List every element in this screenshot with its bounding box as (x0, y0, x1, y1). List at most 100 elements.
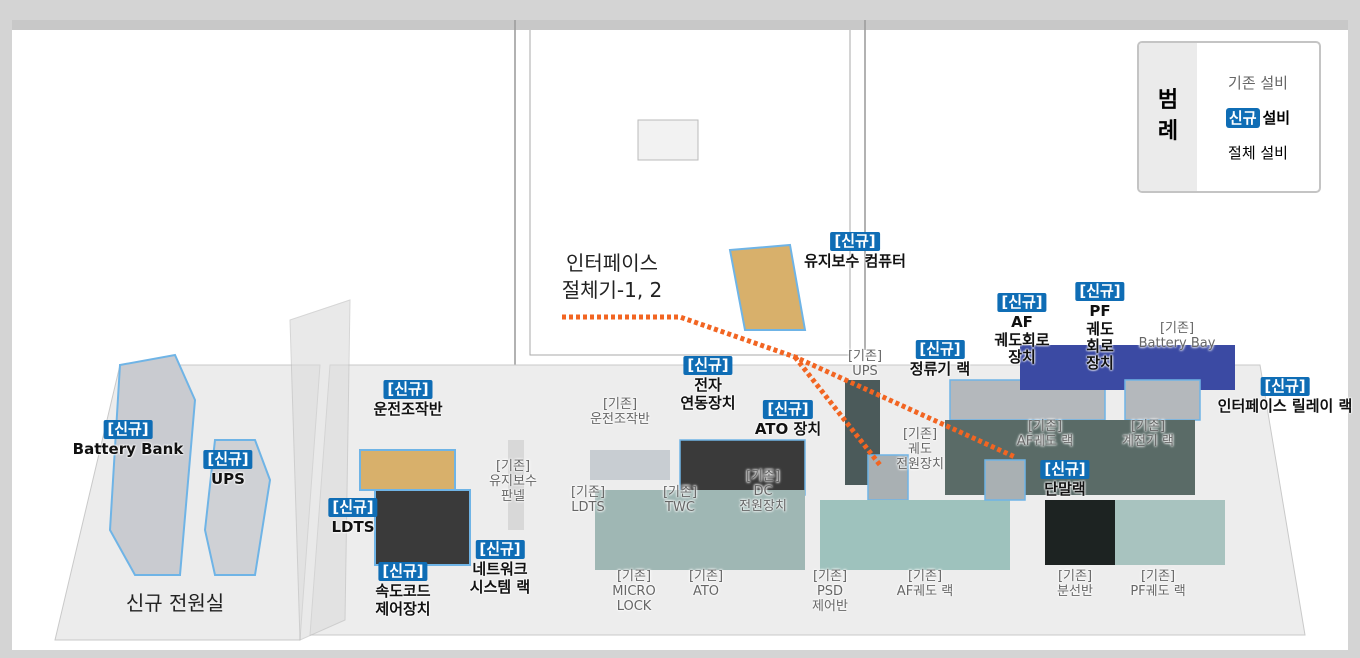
existing-equipment-label: [기존]TWC (662, 485, 698, 516)
existing-equipment-label: [기존]분선반 (1057, 569, 1093, 600)
new-tag-badge: [신규] (830, 232, 880, 252)
label-line: AF궤도 랙 (1016, 433, 1074, 449)
existing-equipment-label: [기존]계전기 랙 (1122, 419, 1174, 450)
label-line: 장치 (1008, 347, 1036, 366)
interface-switch-line (562, 314, 1017, 467)
existing-equipment-label: [기존]PF궤도 랙 (1130, 569, 1186, 600)
existing-equipment-label: [기존]ATO (689, 569, 723, 600)
label-line: [기존] (570, 485, 606, 500)
label-line: [기존] (1027, 419, 1063, 434)
label-line: UPS (852, 363, 878, 379)
new-equipment-label: [신규]단말랙 (1040, 460, 1090, 499)
new-tag-badge: [신규] (103, 420, 153, 440)
label-line: 계전기 랙 (1122, 433, 1174, 449)
label-line: 전원장치 (896, 456, 944, 472)
label-line: 전원장치 (739, 498, 787, 514)
label-line: 인터페이스 릴레이 랙 (1217, 397, 1353, 416)
label-line: 궤도회로 (994, 330, 1050, 349)
label-line: LDTS (331, 518, 375, 537)
new-equipment-label: [신규]인터페이스 릴레이 랙 (1217, 377, 1353, 416)
new-tag-badge: [신규] (203, 450, 253, 470)
label-line: [기존] (745, 469, 781, 484)
label-line: 네트워크 (472, 560, 528, 579)
label-line: [기존] (602, 397, 638, 412)
desk-icon (637, 119, 699, 161)
label-line: 회로 (1086, 336, 1114, 355)
new-tag-badge: [신규] (378, 562, 428, 582)
new-tag-badge: [신규] (1075, 282, 1125, 302)
label-line: [기존] (902, 427, 938, 442)
label-line: 유지보수 (489, 473, 537, 489)
label-line: UPS (211, 470, 245, 489)
label-line: 속도코드 (375, 582, 431, 601)
new-tag-badge: [신규] (475, 540, 525, 560)
label-line: [기존] (1057, 569, 1093, 584)
label-line: TWC (665, 499, 695, 515)
label-line: 전자 (694, 376, 722, 395)
existing-equipment-label: [기존]AF궤도 랙 (896, 569, 954, 600)
new-equipment-label: [신규]운전조작반 (373, 380, 443, 419)
label-line: [기존] (616, 569, 652, 584)
label-line: 제어장치 (375, 599, 431, 618)
new-tag-badge: [신규] (997, 293, 1047, 313)
label-line: AF (1011, 313, 1033, 332)
label-line: Battery Bay (1138, 335, 1216, 351)
new-equipment-label: [신규]UPS (203, 450, 253, 489)
label-line: LOCK (616, 598, 652, 614)
label-line: 단말랙 (1044, 480, 1086, 499)
label-line: MICRO (612, 583, 656, 599)
new-tag-badge: [신규] (915, 340, 965, 360)
new-tag-badge: [신규] (1260, 377, 1310, 397)
label-line: ATO (692, 583, 720, 599)
label-line: 유지보수 컴퓨터 (804, 252, 906, 271)
label-line: 분선반 (1057, 583, 1093, 599)
label-line: [기존] (495, 459, 531, 474)
new-tag-badge: [신규] (683, 356, 733, 376)
legend-existing: 기존 설비 (1228, 73, 1288, 92)
new-tag-badge: [신규] (383, 380, 433, 400)
label-line: 궤도 (1086, 319, 1114, 338)
label-line: DC (753, 483, 773, 499)
label-line: 판넬 (501, 488, 525, 504)
label-line: 운전조작반 (590, 411, 650, 427)
legend-switch: 절체 설비 (1228, 143, 1288, 162)
label-line: ATO 장치 (754, 420, 822, 439)
label-line: [기존] (662, 485, 698, 500)
label-line: 장치 (1086, 354, 1114, 372)
label-line: 시스템 랙 (469, 577, 531, 596)
new-equipment-label: [신규]유지보수 컴퓨터 (804, 232, 906, 271)
label-line: 정류기 랙 (909, 360, 971, 379)
label-line: 연동장치 (680, 393, 736, 412)
power-room-caption: 신규 전원실 (125, 591, 225, 615)
label-line: AF궤도 랙 (896, 583, 954, 599)
new-equipment-label: [신규]ATO 장치 (755, 400, 821, 439)
existing-equipment-label: [기존]Battery Bay (1138, 321, 1216, 352)
new-equipment-label: [신규]정류기 랙 (910, 340, 970, 379)
interface-switch-caption: 인터페이스 절체기-1, 2 (562, 250, 663, 304)
label-line: [기존] (812, 569, 848, 584)
caption-line: 인터페이스 (566, 251, 658, 275)
new-tag-badge: [신규] (763, 400, 813, 420)
new-equipment-label: [신규]LDTS (328, 498, 378, 537)
existing-equipment-label: [기존]UPS (848, 349, 882, 380)
caption-line: 절체기-1, 2 (561, 278, 663, 302)
label-line: 제어반 (812, 598, 848, 614)
new-tag-badge: [신규] (1040, 460, 1090, 480)
label-line: [기존] (1130, 419, 1166, 434)
new-tag-badge: [신규] (328, 498, 378, 518)
label-line: PF궤도 랙 (1130, 583, 1186, 599)
label-line: 운전조작반 (373, 400, 443, 419)
new-equipment-label: [신규]Battery Bank (73, 420, 183, 459)
label-line: PSD (816, 583, 844, 599)
